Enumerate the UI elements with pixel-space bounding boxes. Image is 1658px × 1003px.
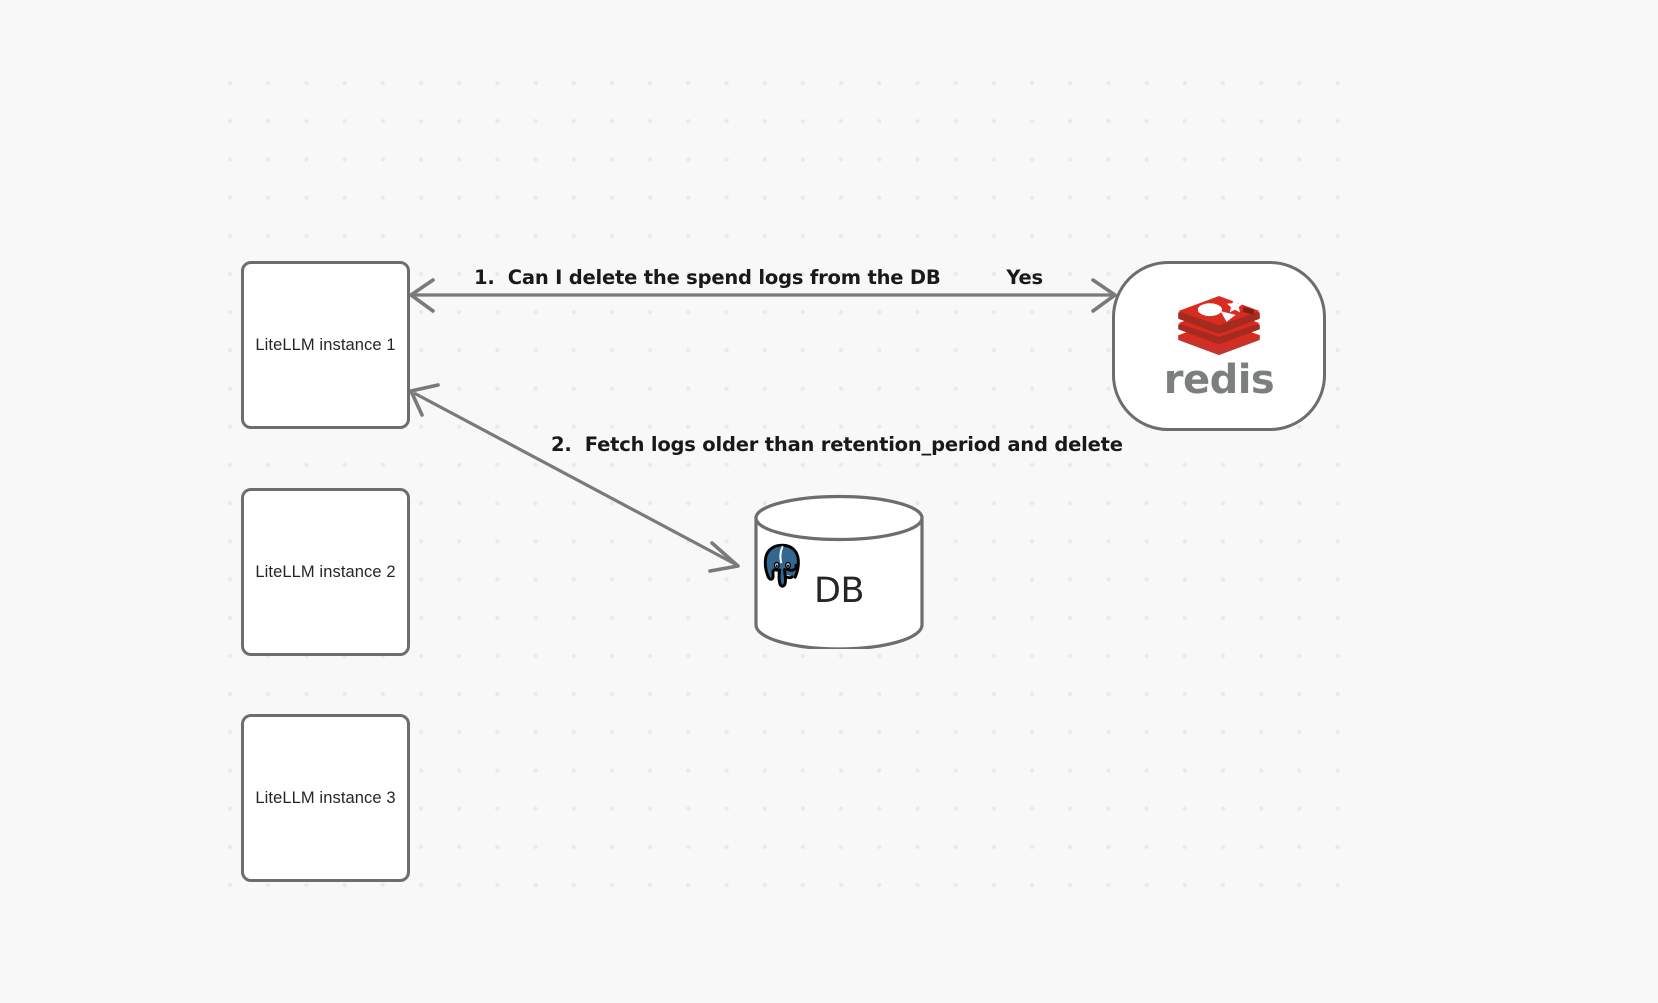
node-label: LiteLLM instance 2 [255, 562, 396, 581]
node-label: LiteLLM instance 1 [255, 335, 396, 354]
db-logo-row: DB [753, 536, 925, 646]
db-label: DB [814, 570, 864, 611]
edge-litellm1-to-db [409, 383, 740, 573]
node-redis[interactable]: redis [1112, 261, 1326, 431]
arrowhead-origin [409, 383, 440, 417]
redis-logo: redis [1164, 290, 1275, 400]
node-litellm-instance-3[interactable]: LiteLLM instance 3 [241, 714, 410, 882]
arrowhead-target [708, 541, 740, 573]
cylinder-shape [754, 494, 924, 649]
arrowhead-right [1091, 278, 1117, 313]
redis-wordmark: redis [1163, 357, 1275, 403]
edge-label-2: 2. Fetch logs older than retention_perio… [551, 433, 1123, 456]
arrowhead-left [409, 278, 435, 313]
node-label: LiteLLM instance 3 [255, 788, 396, 807]
node-database[interactable]: DB [753, 494, 925, 649]
edge-label-1: 1. Can I delete the spend logs from the … [474, 266, 1043, 289]
redis-cube-icon [1178, 296, 1260, 355]
node-litellm-instance-2[interactable]: LiteLLM instance 2 [241, 488, 410, 656]
postgresql-elephant-icon [763, 543, 800, 588]
node-litellm-instance-1[interactable]: LiteLLM instance 1 [241, 261, 410, 429]
